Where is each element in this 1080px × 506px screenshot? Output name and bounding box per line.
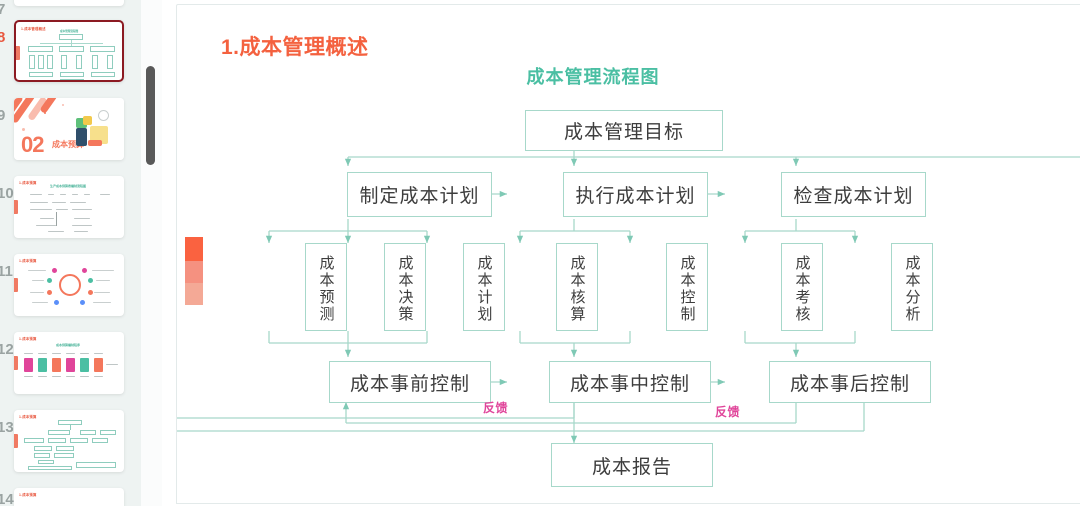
thumbnail-side-tag xyxy=(14,200,18,214)
thumbnail-caption-10: 生产成本预算表编制流程图 xyxy=(50,184,87,188)
node-cost-decision[interactable]: 成本决策 xyxy=(384,243,426,331)
slide-accent-decoration xyxy=(185,237,203,305)
slide-number-10: 10 xyxy=(0,185,14,202)
slide-heading: 1.成本管理概述 xyxy=(221,36,369,59)
accent-block-3 xyxy=(185,283,203,305)
slide-stage: 1.成本管理概述 成本管理流程图 xyxy=(162,0,1080,506)
slide-thumbnail-sidebar[interactable]: 7 8 9 10 11 12 13 14 1.成本管理概述 成本管理流程图 xyxy=(0,0,141,506)
accent-block-1 xyxy=(185,237,203,261)
thumbnail-cover-illustration xyxy=(74,110,114,148)
thumbnail-title-10: 1.成本预算 xyxy=(19,181,37,185)
slide-thumbnail-13[interactable]: 1.成本预算 xyxy=(14,410,124,472)
slide-number-12: 12 xyxy=(0,341,14,358)
slide-number-14: 14 xyxy=(0,491,14,506)
current-slide[interactable]: 1.成本管理概述 成本管理流程图 xyxy=(176,4,1080,504)
node-execute-cost-plan[interactable]: 执行成本计划 xyxy=(563,172,708,217)
thumbnail-title-14: 1.成本预算 xyxy=(19,493,37,497)
thumbnail-preview-lines: 生产成本预算表编制流程图 xyxy=(14,176,124,238)
radial-center-node xyxy=(59,274,81,296)
slide-number-13: 13 xyxy=(0,419,14,436)
thumbnail-cover-label: 成本预算 xyxy=(52,140,84,149)
slide-thumbnail-10[interactable]: 1.成本预算 生产成本预算表编制流程图 xyxy=(14,176,124,238)
feedback-label-left: 反馈 xyxy=(483,401,509,415)
thumbnail-preview-arrows: 成本预算编制程序 xyxy=(14,332,124,394)
accent-block-2 xyxy=(185,261,203,283)
node-make-cost-plan[interactable]: 制定成本计划 xyxy=(347,172,492,217)
thumbnail-title-11: 1.成本预算 xyxy=(19,259,37,263)
slide-number-8: 8 xyxy=(0,29,6,46)
node-cost-accounting[interactable]: 成本核算 xyxy=(556,243,598,331)
feedback-label-right: 反馈 xyxy=(715,405,741,419)
slide-thumbnail-11[interactable]: 1.成本预算 xyxy=(14,254,124,316)
slide-number-11: 11 xyxy=(0,263,13,280)
node-cost-forecast[interactable]: 成本预测 xyxy=(305,243,347,331)
node-cost-management-goal[interactable]: 成本管理目标 xyxy=(525,110,723,151)
node-cost-analysis[interactable]: 成本分析 xyxy=(891,243,933,331)
node-post-event-control[interactable]: 成本事后控制 xyxy=(769,361,931,403)
node-cost-control[interactable]: 成本控制 xyxy=(666,243,708,331)
thumbnail-cover-number: 02 xyxy=(21,132,45,158)
thumbnail-preview-radial xyxy=(14,254,124,316)
thumbnail-preview-flow xyxy=(14,0,124,6)
slide-number-7: 7 xyxy=(0,1,6,18)
node-cost-report[interactable]: 成本报告 xyxy=(551,443,713,487)
thumbnail-preview-org xyxy=(14,410,124,472)
thumbnail-side-tag xyxy=(16,46,20,60)
node-cost-planning[interactable]: 成本计划 xyxy=(463,243,505,331)
diagram-title: 成本管理流程图 xyxy=(526,67,660,87)
slide-thumbnail-7[interactable] xyxy=(14,0,124,6)
slide-thumbnail-14[interactable]: 1.成本预算 xyxy=(14,488,124,506)
thumbnail-side-tag xyxy=(14,434,18,448)
thumbnail-title-13: 1.成本预算 xyxy=(19,415,37,419)
slide-thumbnail-8[interactable]: 1.成本管理概述 成本管理流程图 xyxy=(14,20,124,82)
slide-thumbnail-9[interactable]: 02 成本预算 xyxy=(14,98,124,160)
thumbnail-title-12: 1.成本预算 xyxy=(19,337,37,341)
node-check-cost-plan[interactable]: 检查成本计划 xyxy=(781,172,926,217)
node-cost-appraisal[interactable]: 成本考核 xyxy=(781,243,823,331)
node-pre-event-control[interactable]: 成本事前控制 xyxy=(329,361,491,403)
thumbnail-title-8: 1.成本管理概述 xyxy=(21,27,46,31)
cost-management-flowchart: 成本管理目标 制定成本计划 执行成本计划 检查成本计划 成本预测 成本决策 成本… xyxy=(177,5,1080,505)
slide-thumbnail-12[interactable]: 1.成本预算 成本预算编制程序 xyxy=(14,332,124,394)
slide-number-9: 9 xyxy=(0,107,6,124)
thumbnail-side-tag xyxy=(14,356,18,370)
thumbnail-caption-12: 成本预算编制程序 xyxy=(56,343,81,347)
thumbnail-preview-cover: 02 成本预算 xyxy=(14,98,124,160)
thumbnail-preview-flow: 成本管理流程图 xyxy=(16,22,122,80)
thumbnail-side-tag xyxy=(14,278,18,292)
thumbnail-scrollbar-thumb[interactable] xyxy=(146,66,155,165)
node-mid-event-control[interactable]: 成本事中控制 xyxy=(549,361,711,403)
